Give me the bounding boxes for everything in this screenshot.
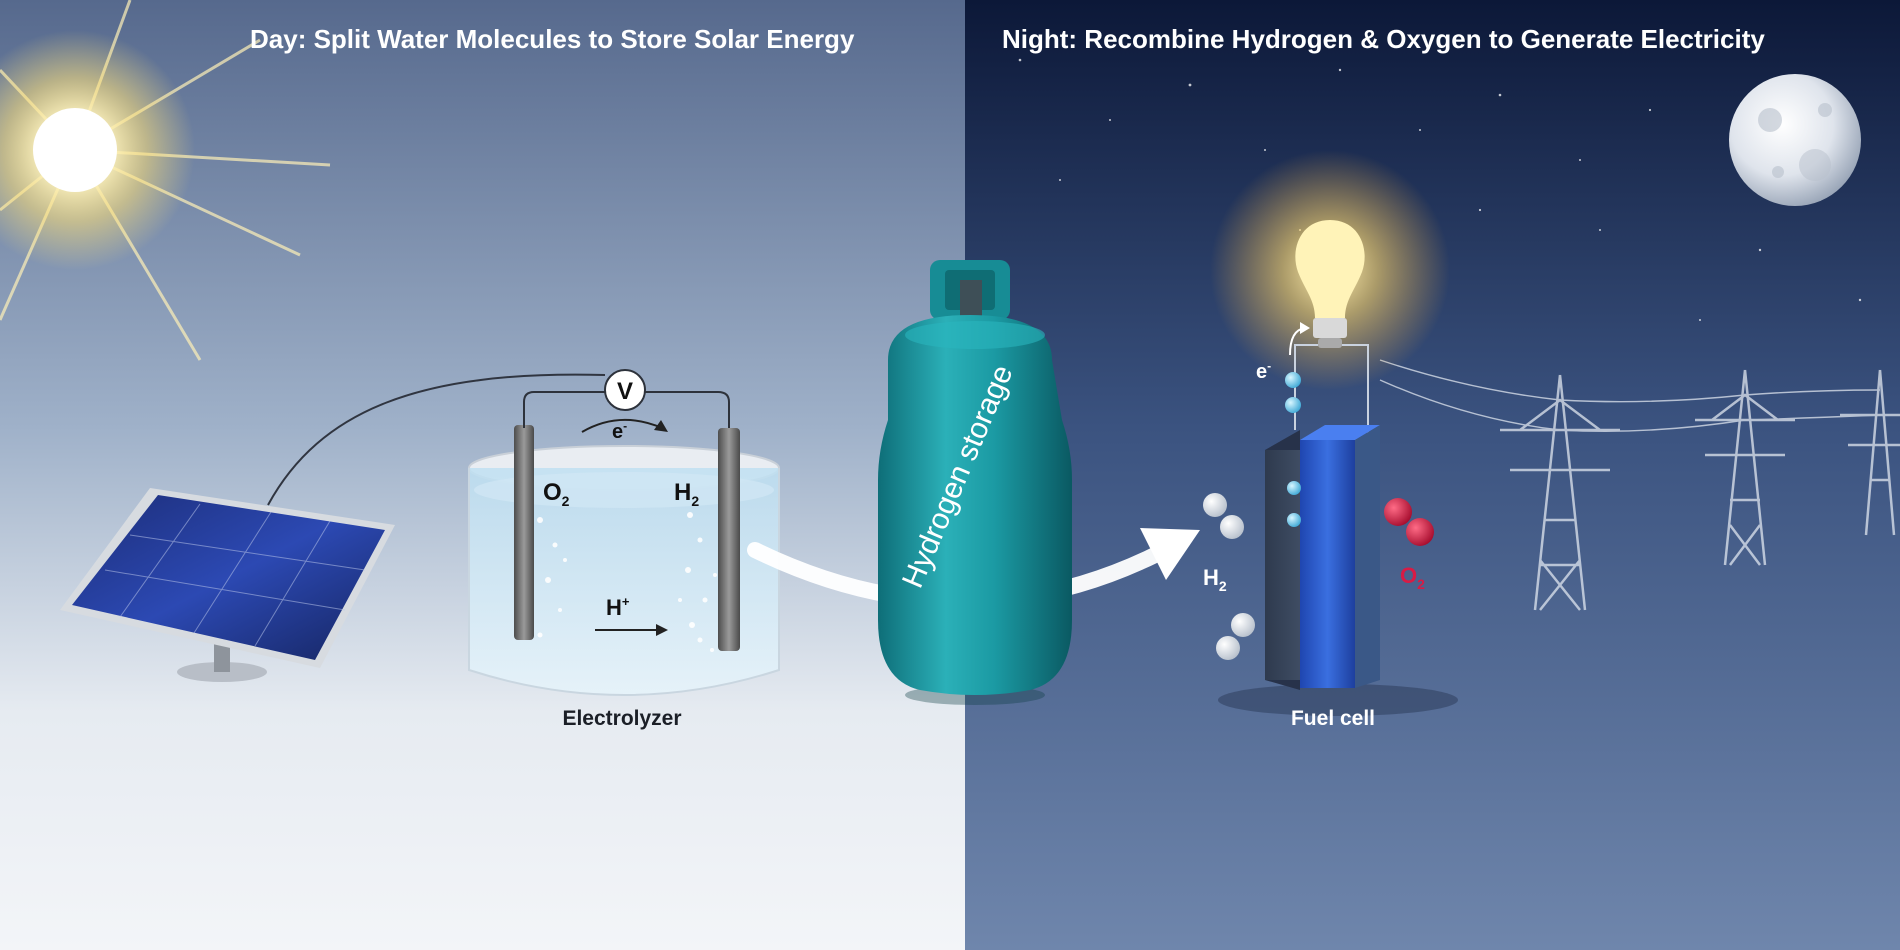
day-title: Day: Split Water Molecules to Store Sola… xyxy=(250,24,855,54)
electrolyzer: V e- O2 H2 H+ xyxy=(468,369,780,696)
voltmeter-icon xyxy=(604,369,646,411)
oxygen-molecule xyxy=(1384,498,1434,546)
anode-electrode xyxy=(514,425,534,640)
solar-wire xyxy=(267,373,606,506)
bubbles xyxy=(537,512,717,652)
pylon-3 xyxy=(1840,369,1900,536)
night-title: Night: Recombine Hydrogen & Oxygen to Ge… xyxy=(1002,24,1765,54)
electron-particle xyxy=(1285,397,1301,413)
transfer-arrowhead xyxy=(1140,528,1200,580)
electron-particle xyxy=(1285,372,1301,388)
moon-icon xyxy=(1729,74,1861,206)
fuel-cell-label: Fuel cell xyxy=(1291,707,1375,730)
cathode-electrode xyxy=(718,428,740,651)
electron-flow-arrowhead xyxy=(654,420,668,432)
hydrogen-molecules xyxy=(1203,493,1255,660)
ion-label: H+ xyxy=(606,594,630,620)
electrolyzer-label: Electrolyzer xyxy=(562,707,681,730)
ion-flow-arrowhead xyxy=(656,624,668,636)
light-bulb-icon xyxy=(1210,150,1450,390)
stars xyxy=(1018,58,1862,321)
fuel-cell-hydrogen-label: H2 xyxy=(1203,565,1227,594)
cathode-gas-label: H2 xyxy=(674,479,699,509)
voltmeter-label: V xyxy=(617,378,633,405)
electrolyzer-circuit xyxy=(523,391,730,428)
pylon-2 xyxy=(1695,369,1795,566)
fuel-cell-electron-arrowhead xyxy=(1300,322,1310,334)
pylon-1 xyxy=(1500,374,1620,611)
electron-label: e- xyxy=(612,419,627,443)
electron-flow-arrow xyxy=(581,419,663,433)
solar-panel xyxy=(60,488,395,682)
fuel-cell xyxy=(1218,425,1458,716)
hydrogen-tank: Hydrogen storage xyxy=(878,260,1072,705)
fuel-cell-electron-label: e- xyxy=(1256,359,1271,383)
fuel-cell-oxygen-label: O2 xyxy=(1400,563,1425,592)
power-pylons xyxy=(1379,359,1900,611)
sun-icon xyxy=(0,0,331,361)
anode-gas-label: O2 xyxy=(543,479,570,509)
